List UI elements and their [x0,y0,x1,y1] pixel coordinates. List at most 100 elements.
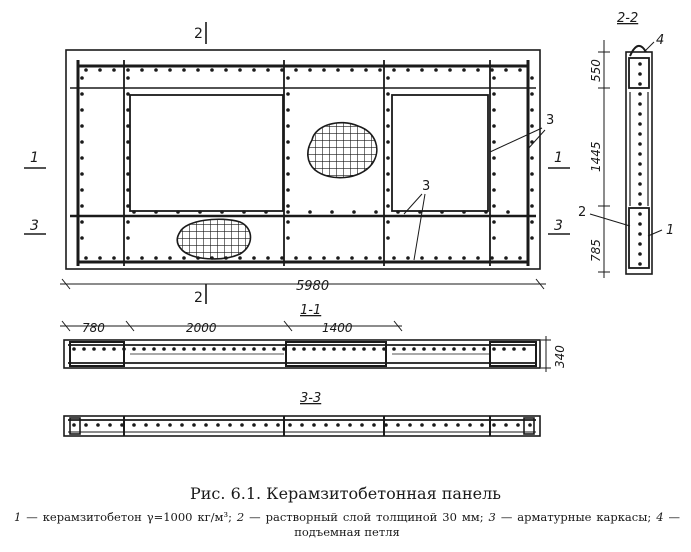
anchor-stud [386,236,390,240]
anchor-stud [530,172,534,176]
anchor-stud [638,112,642,116]
section-2-2-title: 2-2 [617,11,638,26]
section-label-3-right: 3 [554,218,563,234]
anchor-stud [192,423,196,427]
anchor-stud [638,82,642,86]
anchor-stud [422,347,426,351]
anchor-stud [360,423,364,427]
section-3-3-outline [63,415,541,437]
section-1-1 [60,320,551,372]
anchor-stud [308,210,312,214]
anchor-stud [506,210,510,214]
anchor-stud [262,347,266,351]
anchor-stud [432,347,436,351]
dim-tick-1-1-c [283,320,293,332]
anchor-stud [374,210,378,214]
anchor-stud [372,347,376,351]
anchor-stud [210,256,214,260]
anchor-stud [308,68,312,72]
anchor-stud [396,210,400,214]
anchor-stud [182,347,186,351]
anchor-stud [132,423,136,427]
anchor-stud [448,256,452,260]
anchor-stud [168,256,172,260]
dim-1-1-2000: 2000 [186,321,217,335]
callout-3-lower: 3 [422,179,430,194]
anchor-stud [386,140,390,144]
anchor-stud [232,347,236,351]
anchor-stud [322,68,326,72]
section-3-3 [63,415,541,437]
anchor-stud [322,347,326,351]
anchor-stud [638,192,642,196]
anchor-stud [638,202,642,206]
anchor-stud [638,162,642,166]
callout-3-leader-c [403,193,423,215]
anchor-stud [308,256,312,260]
anchor-stud [126,124,130,128]
anchor-stud [638,142,642,146]
anchor-stud [476,256,480,260]
anchor-stud [452,347,456,351]
anchor-stud [80,188,84,192]
anchor-stud [512,347,516,351]
anchor-stud [280,68,284,72]
anchor-stud [80,204,84,208]
anchor-stud [384,423,388,427]
anchor-stud [84,423,88,427]
anchor-stud [522,347,526,351]
anchor-stud [386,92,390,96]
anchor-stud [286,156,290,160]
dim-1-1-1400: 1400 [322,321,353,335]
anchor-stud [638,152,642,156]
dim-tick-left [61,278,71,290]
anchor-stud [286,76,290,80]
window-opening-1 [129,94,284,212]
anchor-stud [202,347,206,351]
anchor-stud [286,124,290,128]
section-1-1-outline [63,339,541,369]
callout-4-leader [643,41,655,53]
anchor-stud [252,256,256,260]
dim-tick-1-1-b [125,320,135,332]
anchor-stud [162,347,166,351]
anchor-stud [420,256,424,260]
anchor-stud [484,210,488,214]
anchor-stud [300,423,304,427]
anchor-stud [286,140,290,144]
anchor-stud [312,423,316,427]
anchor-stud [448,68,452,72]
dim-1-1-780: 780 [82,321,105,335]
dim-2-2-785: 785 [589,239,603,262]
anchor-stud [80,124,84,128]
anchor-stud [462,210,466,214]
anchor-stud [240,423,244,427]
anchor-stud [154,210,158,214]
anchor-stud [336,256,340,260]
anchor-stud [492,156,496,160]
anchor-stud [378,68,382,72]
anchor-stud [126,68,130,72]
legend-item-1: 1 — керамзитобетон γ=1000 кг/м³; [14,510,237,524]
anchor-stud [280,256,284,260]
anchor-stud [530,108,534,112]
dim-2-2-550: 550 [589,59,603,82]
anchor-stud [172,347,176,351]
callout-4: 4 [656,33,664,48]
anchor-stud [176,210,180,214]
anchor-stud [126,172,130,176]
anchor-stud [292,347,296,351]
callout-2-leader [589,213,631,227]
dim-overall-width: 5980 [296,279,329,294]
anchor-stud [492,188,496,192]
anchor-stud [350,68,354,72]
anchor-stud [286,220,290,224]
anchor-stud [126,76,130,80]
anchor-stud [238,256,242,260]
anchor-stud [80,92,84,96]
section-3-3-title: 3-3 [300,391,321,406]
anchor-stud [140,256,144,260]
anchor-stud [638,102,642,106]
anchor-stud [462,68,466,72]
